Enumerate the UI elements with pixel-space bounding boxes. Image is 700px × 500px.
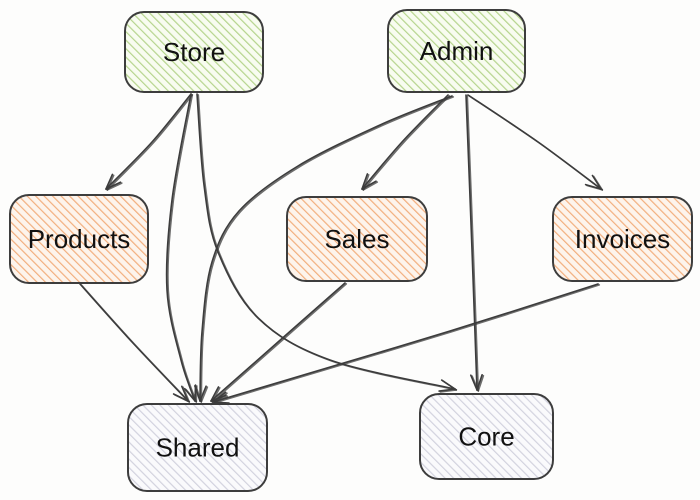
node-invoices-label: Invoices [575, 224, 670, 254]
node-store[interactable]: Store [124, 11, 264, 93]
node-shared-box[interactable] [127, 403, 268, 492]
node-shared-label: Shared [156, 433, 240, 463]
node-products-box[interactable] [9, 194, 149, 284]
node-admin[interactable]: Admin [387, 9, 526, 93]
node-store-label: Store [163, 37, 225, 67]
node-shared[interactable]: Shared [127, 403, 268, 492]
node-admin-label: Admin [420, 36, 494, 66]
node-products[interactable]: Products [9, 194, 149, 284]
node-invoices[interactable]: Invoices [552, 196, 693, 282]
node-admin-box[interactable] [387, 9, 526, 93]
node-store-box[interactable] [124, 11, 264, 93]
node-products-label: Products [28, 224, 131, 254]
node-sales-label: Sales [324, 224, 389, 254]
node-sales[interactable]: Sales [286, 196, 428, 282]
node-core-label: Core [458, 422, 514, 452]
node-invoices-box[interactable] [552, 196, 693, 282]
node-core[interactable]: Core [419, 393, 554, 480]
